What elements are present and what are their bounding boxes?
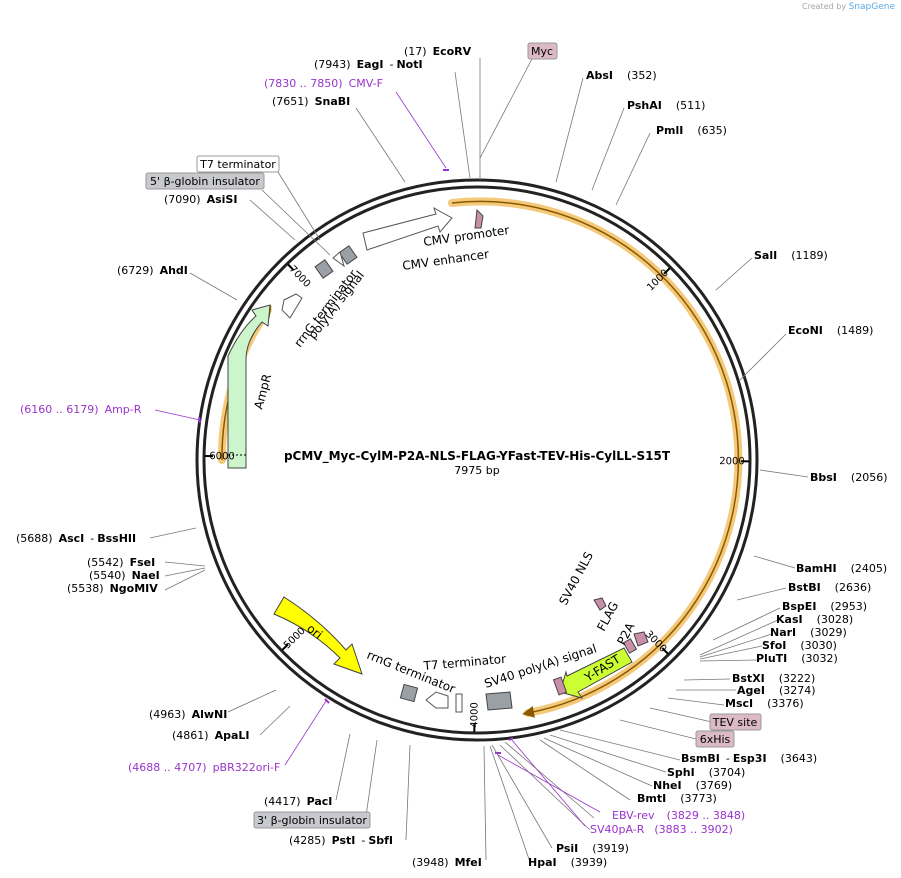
feature-ampr[interactable] bbox=[227, 304, 271, 469]
badge-tev-site[interactable]: TEV site bbox=[709, 713, 762, 731]
site-hpai[interactable]: HpaI(3939) bbox=[528, 856, 607, 869]
feature-myc-tag[interactable] bbox=[474, 208, 484, 229]
site-snabi[interactable]: (7651)SnaBI bbox=[272, 95, 350, 108]
feature-rrng-terminator-bottom[interactable] bbox=[399, 683, 419, 703]
snapgene-logo-text: SnapGene bbox=[848, 2, 895, 12]
site-psti-sbfi[interactable]: (4285)PstI-SbfI bbox=[289, 834, 393, 847]
site-alwni[interactable]: (4963)AlwNI bbox=[149, 708, 227, 721]
orf-arc-forward bbox=[448, 197, 743, 718]
feature-sv40-polya[interactable] bbox=[485, 691, 513, 711]
site-econi[interactable]: EcoNI(1489) bbox=[788, 324, 873, 337]
badge-6xhis[interactable]: 6xHis bbox=[695, 730, 735, 748]
site-bspei[interactable]: BspEI(2953) bbox=[782, 600, 867, 613]
site-psii[interactable]: PsiI(3919) bbox=[556, 842, 629, 855]
site-bamhi[interactable]: BamHI(2405) bbox=[796, 562, 887, 575]
site-pluti[interactable]: PluTI(3032) bbox=[756, 652, 838, 665]
badge-3-beta-globin-insulator-label: 3' β-globin insulator bbox=[257, 814, 367, 827]
badge-3-beta-globin-insulator[interactable]: 3' β-globin insulator bbox=[253, 811, 371, 829]
primer-leaders bbox=[154, 91, 601, 827]
site-ngomiv[interactable]: (5538)NgoMIV bbox=[67, 582, 158, 595]
site-sphi[interactable]: SphI(3704) bbox=[667, 766, 745, 779]
plasmid-size: 7975 bp bbox=[454, 464, 499, 477]
site-sfoi[interactable]: SfoI(3030) bbox=[762, 639, 837, 652]
badge-myc[interactable]: Myc bbox=[527, 42, 558, 60]
tick-label-2000: 2000 bbox=[719, 456, 745, 467]
primer-amp-r[interactable]: (6160 .. 6179)Amp-R bbox=[20, 403, 142, 416]
tick-label-6000: 6000 bbox=[209, 451, 235, 462]
badge-myc-label: Myc bbox=[531, 45, 553, 58]
site-asisi[interactable]: (7090)AsiSI bbox=[164, 193, 237, 206]
site-ecorv[interactable]: (17)EcoRV bbox=[404, 45, 472, 58]
feature-label-ampr: AmpR bbox=[251, 373, 274, 411]
feature-ori[interactable] bbox=[273, 596, 363, 675]
site-fsei[interactable]: (5542)FseI bbox=[87, 556, 155, 569]
badge-tev-site-label: TEV site bbox=[712, 716, 758, 729]
feature-label-cmv-enhancer: CMV enhancer bbox=[401, 247, 489, 273]
site-nari[interactable]: NarI(3029) bbox=[770, 626, 847, 639]
site-sali[interactable]: SalI(1189) bbox=[754, 249, 828, 262]
feature-flag[interactable] bbox=[622, 638, 638, 654]
leader-lines bbox=[149, 58, 809, 863]
feature-tev-his[interactable] bbox=[552, 676, 568, 696]
primer-cmv-f[interactable]: (7830 .. 7850)CMV-F bbox=[264, 77, 383, 90]
feature-cmv-promoter[interactable] bbox=[362, 206, 453, 251]
feature-p2a[interactable] bbox=[633, 631, 649, 647]
feature-beta-globin-insulator-5[interactable] bbox=[314, 245, 358, 279]
tick-label-7000: 7000 bbox=[287, 264, 313, 290]
feature-label-polya-signal: poly(A) signal bbox=[305, 268, 367, 341]
site-apali[interactable]: (4861)ApaLI bbox=[172, 729, 250, 742]
site-bstbi[interactable]: BstBI(2636) bbox=[788, 581, 871, 594]
site-bstxi[interactable]: BstXI(3222) bbox=[732, 672, 815, 685]
site-pmli[interactable]: PmlI(635) bbox=[656, 124, 727, 137]
feature-label-t7-terminator-bottom: T7 terminator bbox=[422, 652, 507, 673]
feature-t7-terminator-bottom[interactable] bbox=[425, 691, 463, 713]
site-pshai[interactable]: PshAI(511) bbox=[627, 99, 705, 112]
site-bsmbi-esp3i[interactable]: BsmBI-Esp3I(3643) bbox=[681, 752, 817, 765]
backbone bbox=[195, 178, 759, 742]
snapgene-watermark: Created by SnapGene bbox=[802, 2, 895, 12]
badge-t7-terminator-top[interactable]: T7 terminator bbox=[196, 155, 280, 173]
site-ahdi[interactable]: (6729)AhdI bbox=[117, 264, 188, 277]
watermark-prefix: Created by bbox=[802, 2, 847, 11]
primer-pbr322ori-f[interactable]: (4688 .. 4707)pBR322ori-F bbox=[128, 761, 280, 774]
plasmid-name: pCMV_Myc-CylM-P2A-NLS-FLAG-YFast-TEV-His… bbox=[284, 449, 671, 464]
primer-ebv-rev[interactable]: EBV-rev(3829 .. 3848) bbox=[612, 809, 745, 822]
site-msci[interactable]: MscI(3376) bbox=[725, 697, 804, 710]
tick-mark-7000 bbox=[287, 263, 295, 271]
tick-mark-3000 bbox=[661, 647, 669, 655]
site-nhei[interactable]: NheI(3769) bbox=[653, 779, 732, 792]
feature-rrng-terminator-top[interactable] bbox=[281, 293, 303, 319]
site-absi[interactable]: AbsI(352) bbox=[586, 69, 657, 82]
feature-sv40-nls[interactable] bbox=[593, 597, 607, 611]
site-bmti[interactable]: BmtI(3773) bbox=[637, 792, 717, 805]
tick-mark-5000 bbox=[281, 643, 289, 651]
site-eagi-noti[interactable]: (7943)EagI-NotI bbox=[314, 58, 423, 71]
site-bbsi[interactable]: BbsI(2056) bbox=[810, 471, 887, 484]
primer-labels: (7830 .. 7850)CMV-F (6160 .. 6179)Amp-R … bbox=[20, 77, 745, 836]
site-mfei[interactable]: (3948)MfeI bbox=[412, 856, 482, 869]
site-naei[interactable]: (5540)NaeI bbox=[89, 569, 160, 582]
primer-sv40pa-r[interactable]: SV40pA-R(3883 .. 3902) bbox=[590, 823, 733, 836]
badge-6xhis-label: 6xHis bbox=[700, 733, 731, 746]
site-paci[interactable]: (4417)PacI bbox=[264, 795, 332, 808]
badge-5-beta-globin-insulator[interactable]: 5' β-globin insulator bbox=[145, 172, 265, 190]
feature-label-sv40-nls: SV40 NLS bbox=[556, 549, 596, 607]
tick-label-4000: 4000 bbox=[469, 702, 480, 728]
badge-5-beta-globin-insulator-label: 5' β-globin insulator bbox=[150, 175, 260, 188]
tick-mark-1000 bbox=[663, 267, 671, 275]
site-asci-bsshii[interactable]: (5688)AscI-BssHII bbox=[16, 532, 136, 545]
feature-y-fast[interactable] bbox=[559, 647, 633, 699]
badge-t7-terminator-top-label: T7 terminator bbox=[199, 158, 276, 171]
site-agei[interactable]: AgeI(3274) bbox=[737, 684, 816, 697]
primer-marks bbox=[198, 169, 514, 754]
site-kasi[interactable]: KasI(3028) bbox=[776, 613, 853, 626]
site-labels: (17)EcoRV (7943)EagI-NotI (7651)SnaBI (7… bbox=[16, 45, 887, 869]
